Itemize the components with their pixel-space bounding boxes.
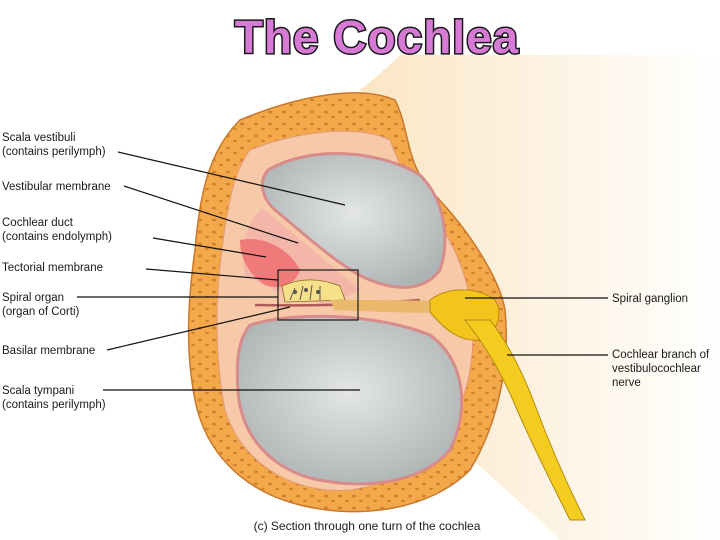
svg-text:Scala tympani: Scala tympani — [2, 385, 74, 397]
label-spiral-organ: Spiral organ (organ of Corti) — [2, 292, 80, 318]
label-spiral-ganglion: Spiral ganglion — [612, 293, 688, 305]
svg-text:Scala vestibuli: Scala vestibuli — [2, 132, 76, 144]
svg-text:Tectorial membrane: Tectorial membrane — [2, 262, 103, 274]
svg-text:Basilar membrane: Basilar membrane — [2, 345, 95, 357]
scala-tympani — [237, 316, 461, 484]
label-scala-vestibuli: Scala vestibuli (contains perilymph) — [2, 132, 106, 158]
figure-caption: (c) Section through one turn of the coch… — [254, 519, 481, 533]
label-cochlear-duct: Cochlear duct (contains endolymph) — [2, 217, 112, 243]
svg-text:Spiral ganglion: Spiral ganglion — [612, 293, 688, 305]
svg-text:(organ of Corti): (organ of Corti) — [2, 306, 80, 318]
svg-text:Spiral organ: Spiral organ — [2, 292, 64, 304]
label-tectorial-membrane: Tectorial membrane — [2, 262, 103, 274]
svg-text:(contains endolymph): (contains endolymph) — [2, 231, 112, 243]
svg-text:(contains perilymph): (contains perilymph) — [2, 399, 106, 411]
svg-text:Cochlear duct: Cochlear duct — [2, 217, 74, 229]
label-basilar-membrane: Basilar membrane — [2, 345, 95, 357]
label-scala-tympani: Scala tympani (contains perilymph) — [2, 385, 106, 411]
label-vestibular-membrane: Vestibular membrane — [2, 181, 111, 193]
svg-text:nerve: nerve — [612, 377, 641, 389]
svg-text:Vestibular membrane: Vestibular membrane — [2, 181, 111, 193]
svg-text:vestibulocochlear: vestibulocochlear — [612, 363, 701, 375]
svg-text:Cochlear branch of: Cochlear branch of — [612, 349, 710, 361]
svg-text:(contains perilymph): (contains perilymph) — [2, 146, 106, 158]
